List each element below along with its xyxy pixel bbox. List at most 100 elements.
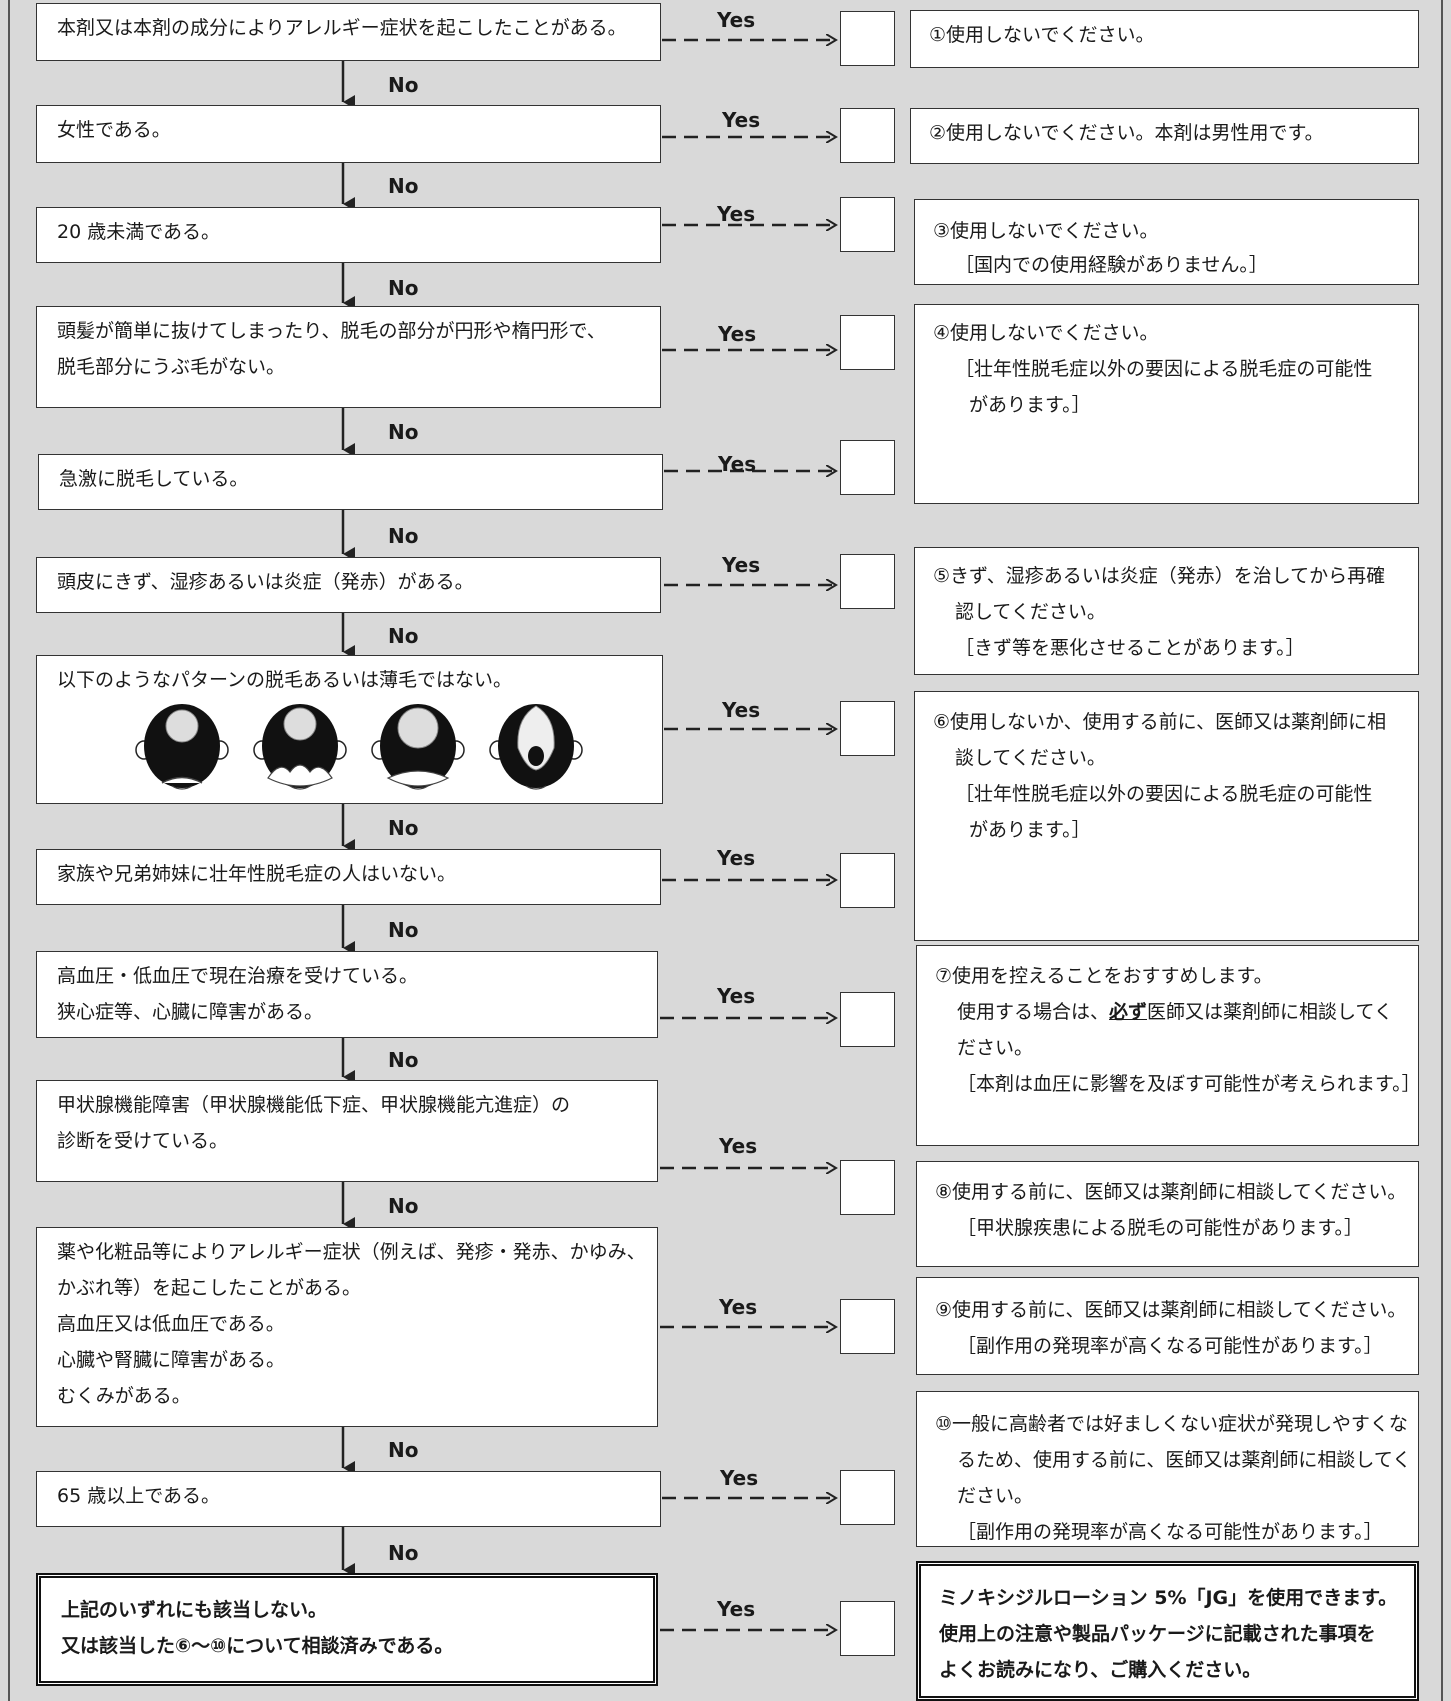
- result-7-line-2b: 医師又は薬剤師に相談してく: [1147, 1001, 1393, 1023]
- checkbox-11[interactable]: [840, 1299, 895, 1354]
- question-9-line-2: 狭心症等、心臓に障害がある。: [57, 1001, 324, 1023]
- result-6-line-1: ⑥使用しないか、使用する前に、医師又は薬剤師に相: [933, 711, 1387, 733]
- result-9-line-1: ⑨使用する前に、医師又は薬剤師に相談してください。: [935, 1299, 1407, 1321]
- no-label-10: No: [388, 1194, 419, 1218]
- result-6-line-3: ［壮年性脱毛症以外の要因による脱毛症の可能性: [955, 783, 1373, 805]
- question-10-line-2: 診断を受けている。: [57, 1130, 229, 1152]
- question-4-line-1: 頭髪が簡単に抜けてしまったり、脱毛の部分が円形や楕円形で、: [57, 320, 606, 342]
- result-box-1: ①使用しないでください。: [910, 10, 1419, 68]
- question-10-line-1: 甲状腺機能障害（甲状腺機能低下症、甲状腺機能亢進症）の: [57, 1094, 571, 1116]
- result-6-line-4: があります。］: [969, 819, 1091, 841]
- question-11-line-1: 薬や化粧品等によりアレルギー症状（例えば、発疹・発赤、かゆみ、: [57, 1241, 646, 1263]
- question-box-9: 高血圧・低血圧で現在治療を受けている。 狭心症等、心臓に障害がある。: [36, 951, 658, 1038]
- yes-label-12: Yes: [720, 1466, 759, 1490]
- result-4-line-3: があります。］: [969, 394, 1091, 416]
- yes-label-4: Yes: [718, 322, 757, 346]
- question-12-line-1: 65 歳以上である。: [57, 1485, 221, 1507]
- question-box-6: 頭皮にきず、湿疹あるいは炎症（発赤）がある。: [36, 557, 661, 613]
- male-pattern-hair-loss-crown-3: [371, 704, 465, 790]
- yes-label-3: Yes: [717, 202, 756, 226]
- result-9-line-2: ［副作用の発現率が高くなる可能性があります。］: [957, 1335, 1383, 1357]
- result-final-line-2: 使用上の注意や製品パッケージに記載された事項を: [939, 1623, 1376, 1645]
- checkbox-10[interactable]: [840, 1160, 895, 1215]
- result-4-line-2: ［壮年性脱毛症以外の要因による脱毛症の可能性: [955, 358, 1373, 380]
- male-pattern-hair-loss-crown-2: [253, 704, 347, 790]
- result-1-line-1: ①使用しないでください。: [929, 24, 1155, 46]
- question-box-7: 以下のようなパターンの脱毛あるいは薄毛ではない。: [36, 655, 663, 804]
- checkbox-6[interactable]: [840, 554, 895, 609]
- result-3-line-2: ［国内での使用経験がありません。］: [955, 254, 1268, 276]
- result-5-line-3: ［きず等を悪化させることがあります。］: [955, 637, 1305, 659]
- result-5-line-1: ⑤きず、湿疹あるいは炎症（発赤）を治してから再確: [933, 565, 1386, 587]
- question-final-line-2: 又は該当した⑥～⑩について相談済みである。: [61, 1635, 454, 1657]
- yes-label-9: Yes: [717, 984, 756, 1008]
- checkbox-12[interactable]: [840, 1470, 895, 1525]
- result-final-line-3: よくお読みになり、ご購入ください。: [939, 1659, 1262, 1681]
- no-label-7: No: [388, 816, 419, 840]
- no-label-11: No: [388, 1438, 419, 1462]
- yes-label-10: Yes: [719, 1134, 758, 1158]
- checkbox-2[interactable]: [840, 108, 895, 163]
- question-6-line-1: 頭皮にきず、湿疹あるいは炎症（発赤）がある。: [57, 571, 474, 593]
- question-9-line-1: 高血圧・低血圧で現在治療を受けている。: [57, 965, 419, 987]
- result-8-line-1: ⑧使用する前に、医師又は薬剤師に相談してください。: [935, 1181, 1407, 1203]
- checkbox-1[interactable]: [840, 11, 895, 66]
- yes-label-final: Yes: [717, 1597, 756, 1621]
- yes-label-6: Yes: [722, 553, 761, 577]
- male-pattern-hair-loss-frontal: [489, 704, 583, 790]
- no-label-1: No: [388, 73, 419, 97]
- chart-frame: [8, 0, 1443, 1701]
- question-box-3: 20 歳未満である。: [36, 207, 661, 263]
- no-label-3: No: [388, 276, 419, 300]
- checkbox-final[interactable]: [840, 1601, 895, 1656]
- result-box-8: ⑧使用する前に、医師又は薬剤師に相談してください。 ［甲状腺疾患による脱毛の可能…: [916, 1161, 1419, 1267]
- question-4-line-2: 脱毛部分にうぶ毛がない。: [57, 356, 286, 378]
- result-box-10: ⑩一般に高齢者では好ましくない症状が発現しやすくな るため、使用する前に、医師又…: [916, 1391, 1419, 1547]
- checkbox-4[interactable]: [840, 315, 895, 370]
- result-10-line-1: ⑩一般に高齢者では好ましくない症状が発現しやすくな: [935, 1413, 1408, 1435]
- result-final-line-1: ミノキシジルローション 5%「JG」を使用できます。: [939, 1587, 1398, 1609]
- result-6-line-2: 談してください。: [955, 747, 1106, 769]
- result-box-4: ④使用しないでください。 ［壮年性脱毛症以外の要因による脱毛症の可能性 がありま…: [914, 304, 1419, 504]
- question-box-2: 女性である。: [36, 105, 661, 163]
- question-box-11: 薬や化粧品等によりアレルギー症状（例えば、発疹・発赤、かゆみ、 かぶれ等）を起こ…: [36, 1227, 658, 1427]
- result-box-3: ③使用しないでください。 ［国内での使用経験がありません。］: [914, 199, 1419, 285]
- result-10-line-3: ださい。: [957, 1485, 1034, 1507]
- checkbox-5[interactable]: [840, 440, 895, 495]
- no-label-6: No: [388, 624, 419, 648]
- question-11-line-5: むくみがある。: [57, 1385, 191, 1407]
- yes-label-11: Yes: [719, 1295, 758, 1319]
- question-11-line-2: かぶれ等）を起こしたことがある。: [57, 1277, 362, 1299]
- yes-label-1: Yes: [717, 8, 756, 32]
- result-7-line-2: 使用する場合は、必ず医師又は薬剤師に相談してく: [935, 994, 1408, 1030]
- result-box-2: ②使用しないでください。本剤は男性用です。: [910, 108, 1419, 164]
- result-7-line-3: ださい。: [957, 1037, 1034, 1059]
- question-5-line-1: 急激に脱毛している。: [59, 468, 249, 490]
- question-11-line-3: 高血圧又は低血圧である。: [57, 1313, 285, 1335]
- question-box-final: 上記のいずれにも該当しない。 又は該当した⑥～⑩について相談済みである。: [36, 1573, 658, 1686]
- yes-label-7: Yes: [722, 698, 761, 722]
- result-8-line-2: ［甲状腺疾患による脱毛の可能性があります。］: [957, 1217, 1364, 1239]
- result-7-line-2a: 使用する場合は、: [957, 1001, 1110, 1023]
- checkbox-7[interactable]: [840, 701, 895, 756]
- yes-label-8: Yes: [717, 846, 756, 870]
- checkbox-8[interactable]: [840, 853, 895, 908]
- result-box-6: ⑥使用しないか、使用する前に、医師又は薬剤師に相 談してください。 ［壮年性脱毛…: [914, 691, 1419, 941]
- question-2-line-1: 女性である。: [57, 119, 171, 141]
- yes-label-5: Yes: [718, 452, 757, 476]
- question-box-8: 家族や兄弟姉妹に壮年性脱毛症の人はいない。: [36, 849, 661, 905]
- result-10-line-4: ［副作用の発現率が高くなる可能性があります。］: [957, 1521, 1383, 1543]
- question-box-10: 甲状腺機能障害（甲状腺機能低下症、甲状腺機能亢進症）の 診断を受けている。: [36, 1080, 658, 1182]
- result-box-final: ミノキシジルローション 5%「JG」を使用できます。 使用上の注意や製品パッケー…: [916, 1561, 1419, 1701]
- checkbox-9[interactable]: [840, 992, 895, 1047]
- no-label-9: No: [388, 1048, 419, 1072]
- result-3-line-1: ③使用しないでください。: [933, 220, 1159, 242]
- result-box-5: ⑤きず、湿疹あるいは炎症（発赤）を治してから再確 認してください。 ［きず等を悪…: [914, 547, 1419, 675]
- no-label-8: No: [388, 918, 419, 942]
- question-box-4: 頭髪が簡単に抜けてしまったり、脱毛の部分が円形や楕円形で、 脱毛部分にうぶ毛がな…: [36, 306, 661, 408]
- result-7-line-4: ［本剤は血圧に影響を及ぼす可能性が考えられます。］: [957, 1073, 1421, 1095]
- checkbox-3[interactable]: [840, 197, 895, 252]
- no-label-12: No: [388, 1541, 419, 1565]
- result-box-9: ⑨使用する前に、医師又は薬剤師に相談してください。 ［副作用の発現率が高くなる可…: [916, 1277, 1419, 1375]
